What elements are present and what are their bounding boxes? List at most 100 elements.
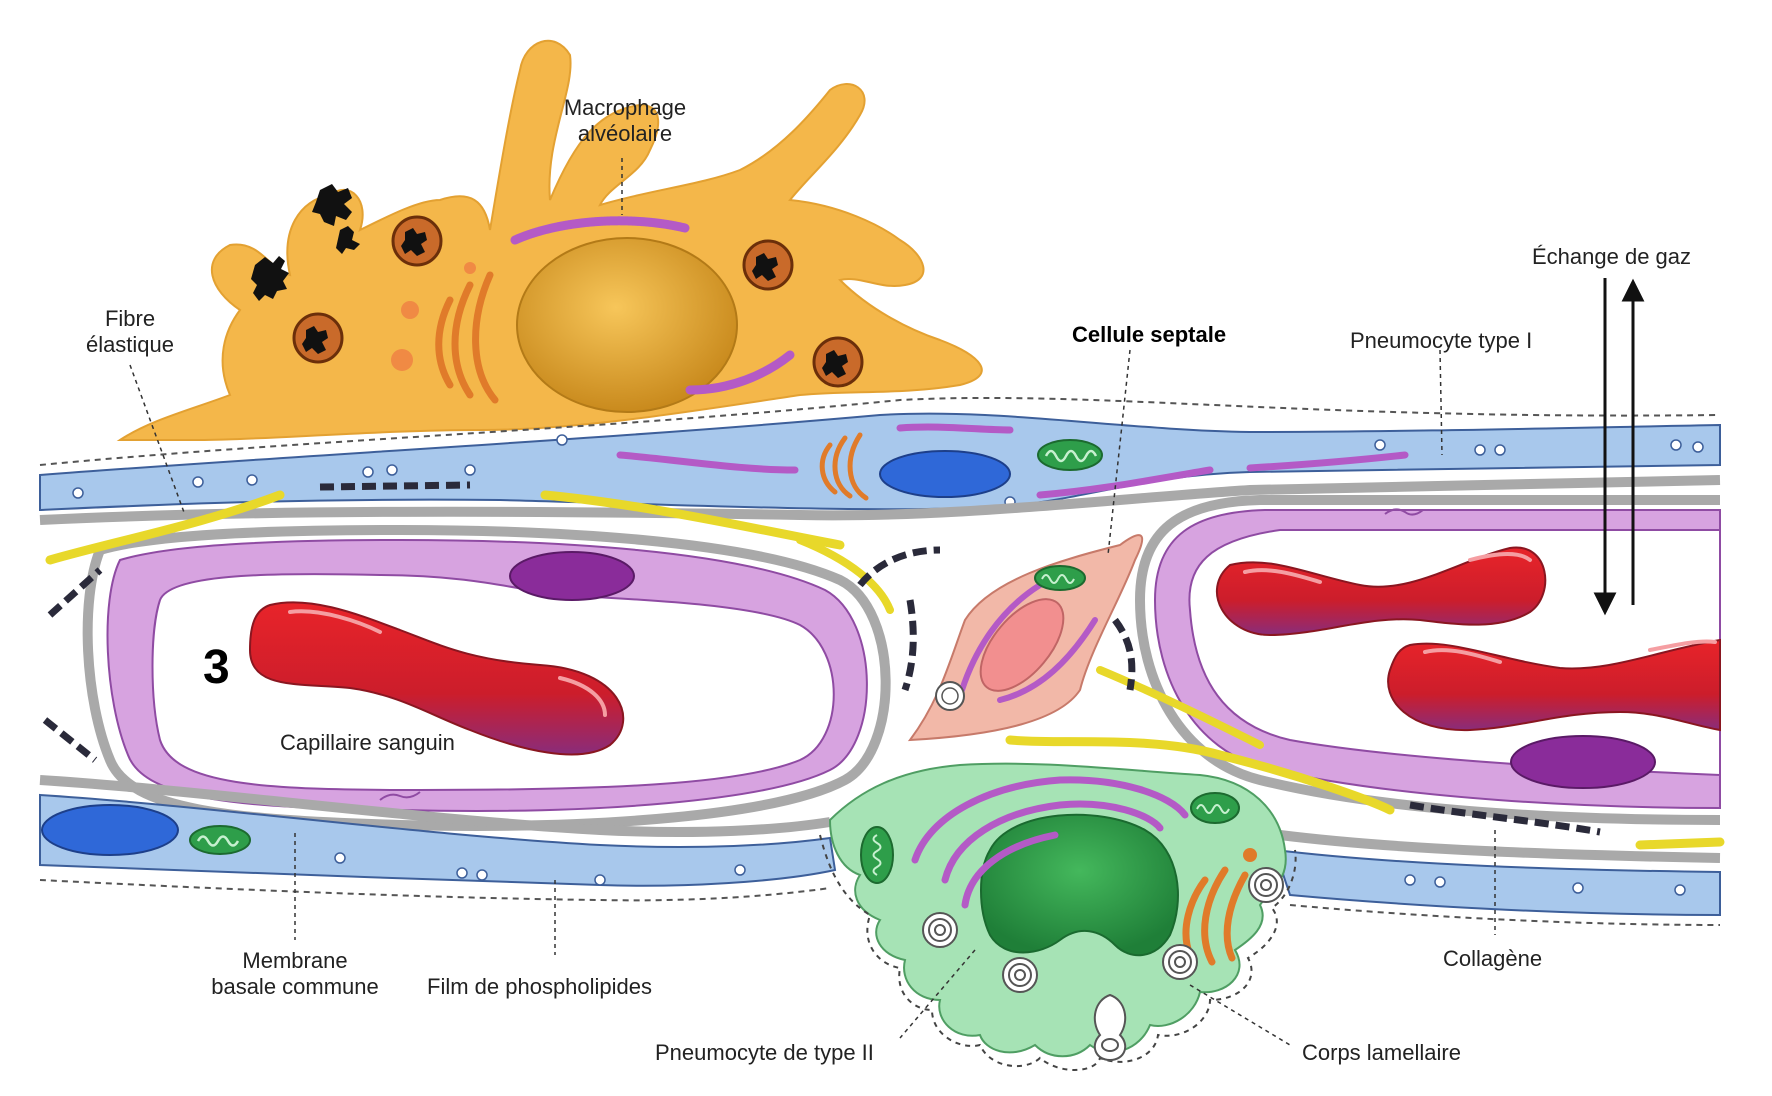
label-membrane: Membrane basale commune bbox=[211, 948, 379, 999]
mitochondrion bbox=[1190, 792, 1240, 824]
rough-er bbox=[1036, 466, 1214, 499]
vesicle bbox=[1243, 848, 1257, 862]
phagosome bbox=[742, 239, 794, 291]
basement-membrane-bottom-right bbox=[1279, 830, 1721, 863]
leader-fibre-elastique bbox=[129, 364, 186, 516]
basement-membrane-bottom bbox=[39, 775, 831, 837]
lamellar-body-exocytosis bbox=[1093, 993, 1127, 1062]
rough-er bbox=[510, 216, 690, 245]
collagen-fibre bbox=[47, 567, 103, 618]
vesicle bbox=[464, 262, 476, 274]
lamellar-body bbox=[1248, 867, 1284, 903]
leader-lines bbox=[129, 158, 1496, 1046]
type-ii-pneumocyte bbox=[819, 762, 1297, 1071]
label-cellule-septale: Cellule septale bbox=[1072, 322, 1227, 347]
rough-er bbox=[1246, 451, 1409, 472]
endothelial-nucleus bbox=[509, 551, 635, 601]
golgi-apparatus bbox=[435, 271, 499, 404]
collagen-fibre bbox=[42, 717, 98, 763]
arrow-down-head bbox=[1593, 592, 1617, 616]
leader-pneumocyte-2 bbox=[899, 949, 976, 1039]
vesicle bbox=[391, 349, 413, 371]
rough-er bbox=[997, 617, 1098, 703]
elastic-fibre bbox=[1005, 735, 1395, 815]
rough-er bbox=[616, 451, 799, 474]
rough-er bbox=[911, 776, 1189, 909]
phospholipid-film-bottom-left bbox=[39, 879, 831, 902]
collagen-fibre bbox=[1409, 801, 1601, 836]
capillary-left bbox=[82, 524, 891, 831]
septal-cell-nucleus bbox=[979, 598, 1065, 692]
arrow-up-head bbox=[1621, 278, 1645, 302]
rough-er bbox=[896, 423, 1014, 434]
label-pneumocyte-type-1: Pneumocyte type I bbox=[1350, 328, 1533, 353]
lamellar-body bbox=[935, 681, 965, 711]
pinocytotic-vesicles-bottom bbox=[334, 852, 1686, 896]
leader-pneumocyte-1 bbox=[1439, 349, 1443, 456]
lamellar-body bbox=[1162, 944, 1198, 980]
macrophage-nucleus bbox=[516, 237, 738, 413]
elastic-fibres bbox=[45, 490, 1725, 850]
phagosome bbox=[812, 336, 864, 388]
collagen-fibres bbox=[42, 546, 1601, 836]
pinocytotic-vesicles-top bbox=[72, 434, 1704, 508]
type-i-nucleus bbox=[879, 450, 1011, 498]
elastic-fibre bbox=[45, 490, 285, 565]
type-i-pneumocyte-layer-bottom bbox=[39, 775, 1721, 926]
endothelial-junction bbox=[1384, 508, 1424, 516]
rough-er bbox=[685, 350, 795, 395]
red-blood-cell bbox=[1216, 546, 1547, 637]
alveolar-macrophage bbox=[116, 39, 983, 441]
label-echange-gaz: Échange de gaz bbox=[1532, 244, 1692, 269]
basement-membrane-top bbox=[39, 475, 1721, 525]
type-i-nucleus bbox=[41, 804, 179, 856]
phospholipid-film-bottom-right bbox=[1289, 904, 1721, 926]
lamellar-body bbox=[1002, 957, 1038, 993]
capillary-endothelium-left bbox=[106, 538, 868, 812]
mitochondrion bbox=[189, 825, 251, 855]
endothelial-nucleus bbox=[1510, 735, 1656, 789]
label-pneumocyte-type-2: Pneumocyte de type II bbox=[655, 1040, 874, 1065]
dust-particle bbox=[312, 184, 352, 226]
phagosome bbox=[292, 312, 344, 364]
label-macrophage: Macrophage alvéolaire bbox=[563, 95, 687, 146]
elastic-fibre bbox=[1635, 837, 1725, 850]
golgi-apparatus bbox=[819, 432, 869, 501]
label-corps-lamellaire: Corps lamellaire bbox=[1302, 1040, 1461, 1065]
epithelium-bottom-left bbox=[39, 793, 837, 887]
lamellar-body bbox=[922, 912, 958, 948]
type-ii-nucleus bbox=[980, 813, 1179, 957]
type-i-pneumocyte-layer-top bbox=[39, 396, 1721, 525]
red-blood-cell bbox=[248, 601, 625, 756]
endothelial-junction bbox=[379, 791, 421, 801]
epithelium-top bbox=[39, 412, 1721, 512]
label-capillaire: Capillaire sanguin bbox=[280, 730, 455, 755]
elastic-fibre bbox=[796, 536, 894, 614]
collagen-fibre bbox=[901, 599, 917, 692]
capillary-basement-left bbox=[82, 524, 891, 831]
mitochondrion bbox=[860, 826, 894, 884]
collagen-fibre bbox=[857, 546, 941, 588]
dust-particle bbox=[336, 226, 360, 254]
epithelium-bottom-right bbox=[1273, 848, 1721, 917]
figure-number: 3 bbox=[203, 641, 230, 694]
vesicle bbox=[401, 301, 419, 319]
phospholipid-film-top bbox=[39, 396, 1721, 466]
gas-exchange-arrows bbox=[1593, 278, 1645, 616]
leader-cellule-septale bbox=[1107, 349, 1131, 556]
label-film: Film de phospholipides bbox=[427, 974, 653, 999]
dust-particle bbox=[251, 256, 289, 301]
septal-cell bbox=[907, 534, 1144, 742]
phagosome bbox=[391, 215, 443, 267]
elastic-fibre bbox=[1096, 666, 1264, 749]
collagen-fibre bbox=[319, 481, 471, 491]
mitochondrion bbox=[1037, 439, 1103, 471]
mitochondrion bbox=[1034, 565, 1086, 591]
red-blood-cell bbox=[1387, 638, 1721, 732]
elastic-fibre bbox=[540, 490, 845, 550]
rough-er bbox=[959, 582, 1043, 693]
collagen-fibre bbox=[1112, 617, 1136, 691]
label-fibre-elastique: Fibre élastique bbox=[85, 306, 175, 357]
leader-corps-lamellaire bbox=[1189, 984, 1291, 1046]
